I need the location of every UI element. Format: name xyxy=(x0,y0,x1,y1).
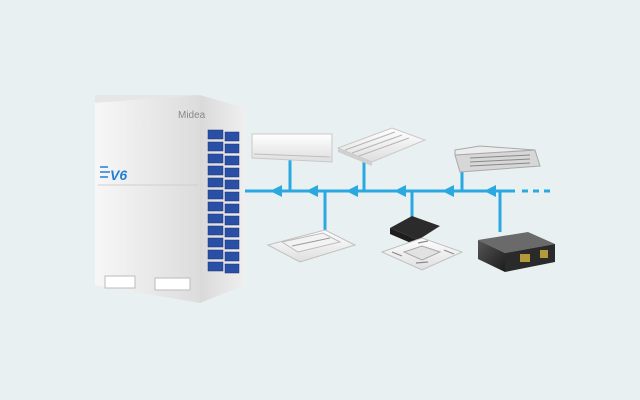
brand-logo: Midea xyxy=(178,110,206,121)
svg-text:V6: V6 xyxy=(110,167,127,183)
speed-lines-icon xyxy=(100,166,110,178)
indoor-unit-four-way-cassette xyxy=(380,216,464,271)
flow-arrow-icon xyxy=(484,185,496,197)
flow-arrow-icon xyxy=(394,185,406,197)
indoor-unit-one-way-cassette xyxy=(266,229,357,263)
v6-badge: V6 xyxy=(100,166,127,183)
outdoor-unit: Midea V6 xyxy=(95,95,245,303)
indoor-unit-ceiling-floor xyxy=(336,127,427,166)
flow-arrows xyxy=(270,185,496,197)
refrigerant-piping xyxy=(240,160,550,232)
flow-arrow-icon xyxy=(306,185,318,197)
flow-arrow-icon xyxy=(270,185,282,197)
indoor-unit-high-static-duct xyxy=(478,232,555,272)
indoor-unit-wall-mounted xyxy=(251,133,333,163)
indoor-unit-slim-duct xyxy=(454,145,541,173)
flow-arrow-icon xyxy=(346,185,358,197)
flow-arrow-icon xyxy=(442,185,454,197)
